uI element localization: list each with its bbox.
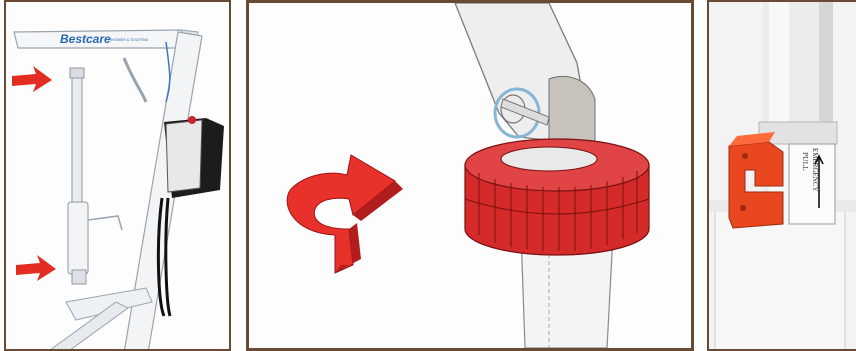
cap-illustration	[249, 3, 691, 348]
lift-arm-illustration: Bestcare SHOWER & TOILETING	[6, 2, 231, 351]
brand-name: Bestcare	[60, 32, 111, 46]
brand-tagline: SHOWER & TOILETING	[110, 38, 149, 42]
emergency-release-illustration: PULL EMERGENCY	[709, 2, 856, 351]
arrow-right-icon	[12, 66, 52, 92]
arrow-right-icon	[16, 255, 56, 281]
cap-rotation-panel	[246, 0, 694, 351]
pull-label: PULL	[801, 152, 810, 171]
emergency-release-clip[interactable]	[729, 132, 783, 228]
emergency-label: EMERGENCY	[811, 148, 819, 192]
curved-arrow-icon	[287, 155, 403, 273]
lift-arm-panel: Bestcare SHOWER & TOILETING	[4, 0, 231, 351]
emergency-release-panel: PULL EMERGENCY	[707, 0, 856, 351]
locking-cap	[465, 139, 649, 255]
